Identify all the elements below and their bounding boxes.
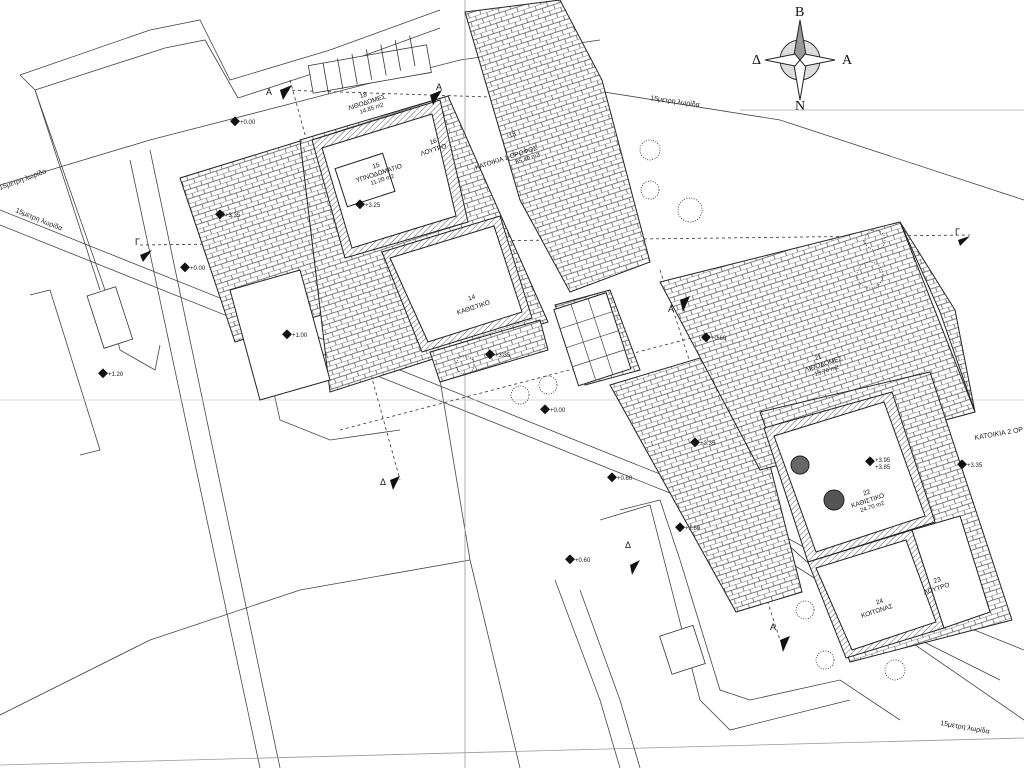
elevation-label: +3.35 [225,213,241,219]
elevation-label: +0.60 [711,336,727,342]
room-number: 18 [508,131,517,140]
section-mark: Δ [380,477,386,487]
elevation-label: +0.60 [575,558,591,564]
elevation-label: +3.95 [875,458,891,464]
section-mark: A [668,304,674,314]
compass-south: N [795,99,805,114]
elevation-label: +1.60 [685,526,701,532]
elevation-label: +3.35 [495,353,511,359]
elevation-label: +0.00 [550,408,566,414]
compass-east: A [842,53,853,68]
elevation-label: +0.60 [617,476,633,482]
section-mark: A [770,622,776,632]
section-mark: Γ [135,237,140,247]
room-number: 18 [359,91,368,100]
compass-rose: B N A Δ [752,5,853,114]
elevation-label: +1.20 [108,372,124,378]
strip-label-left: 15μετρη λωρίδα [14,206,63,232]
house-2-label: ΚΑΤΟΙΚΙΑ 2 ΟΡ [974,426,1024,441]
section-markers: A A Γ Γ Δ Δ A A [135,82,970,652]
strip-label-bottom: 15μετρη λωρίδα [940,719,991,736]
elevation-label: +0.00 [190,266,206,272]
section-mark: Γ [955,227,960,237]
elevation-label-lower: +3.85 [875,465,891,471]
elevation-label: +1.00 [292,333,308,339]
room-number: 14 [467,293,476,302]
room-number: 21 [814,353,823,362]
section-mark: A [436,82,442,92]
room-number: 23 [933,576,942,585]
stairs [86,35,706,675]
room-number: 22 [862,488,871,497]
section-mark: Δ [625,540,631,550]
compass-west: Δ [752,53,761,68]
room-number: 24 [875,598,884,607]
pool-grid [553,292,632,387]
house-2 [609,221,1013,663]
strip-label-top: 15μετρη λωρίδα [650,94,701,109]
room-number: 15 [372,162,381,171]
room-number: 16 [429,138,438,147]
compass-north: B [795,5,804,20]
trees [455,139,906,681]
elevation-label: +3.35 [700,441,716,447]
strip-label-left-top: 15μετρη λωρίδα [0,167,48,192]
elevation-label: +3.35 [967,463,983,469]
elevation-label: +0.00 [240,120,256,126]
section-mark: A [266,87,272,97]
elevation-label: +3.25 [365,203,381,209]
